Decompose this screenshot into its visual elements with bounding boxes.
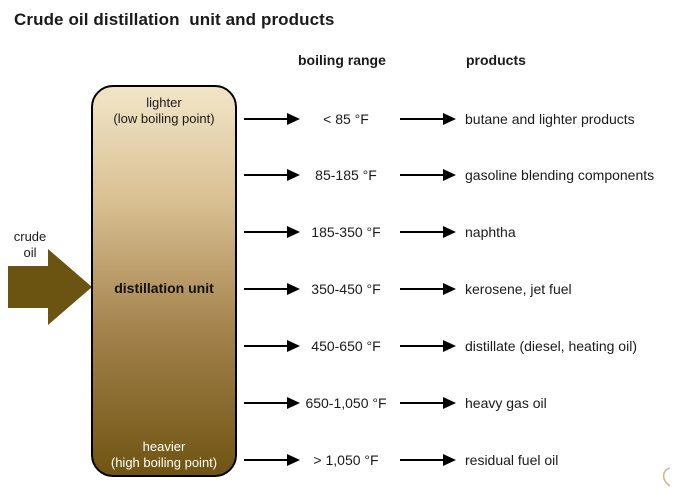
product-arrow-icon [400,340,456,352]
product-name: residual fuel oil [465,452,559,468]
crude-oil-label-line1: crude [13,229,47,244]
product-name: naphtha [465,224,516,240]
boiling-range-value: 185-350 °F [311,224,381,240]
outflow-arrow-icon [244,454,300,466]
crude-oil-label: crude oil [8,229,52,261]
product-arrow-icon [400,454,456,466]
product-name: gasoline blending components [465,167,655,183]
heavier-label-line1: heavier [142,439,186,454]
product-row: 85-185 °F gasoline blending components [0,164,674,186]
outflow-arrow-icon [244,113,300,125]
product-row: 650-1,050 °F heavy gas oil [0,392,674,414]
boiling-range-value: > 1,050 °F [313,452,379,468]
lighter-label-line1: lighter [146,95,182,110]
outflow-arrow-icon [244,226,300,238]
lighter-label: lighter (low boiling point) [93,95,235,127]
boiling-range-value: 650-1,050 °F [305,395,387,411]
products-header: products [466,52,526,68]
product-name: kerosene, jet fuel [465,281,572,297]
boiling-range-value: < 85 °F [323,111,369,127]
product-row: > 1,050 °F residual fuel oil [0,449,674,471]
boiling-range-value: 450-650 °F [311,338,381,354]
outflow-arrow-icon [244,169,300,181]
product-arrow-icon [400,169,456,181]
boiling-range-value: 85-185 °F [315,167,377,183]
product-arrow-icon [400,397,456,409]
crude-feed-arrow-icon [8,249,92,325]
product-name: heavy gas oil [465,395,547,411]
boiling-range-value: 350-450 °F [311,281,381,297]
product-row: 185-350 °F naphtha [0,221,674,243]
outflow-arrow-icon [244,397,300,409]
heavier-label: heavier (high boiling point) [93,439,235,471]
product-row: 350-450 °F kerosene, jet fuel [0,278,674,300]
product-arrow-icon [400,283,456,295]
crude-oil-label-line2: oil [23,245,37,260]
product-row: 450-650 °F distillate (diesel, heating oi… [0,335,674,357]
product-arrow-icon [400,226,456,238]
diagram-title: Crude oil distillation unit and products [14,10,335,29]
distillation-column: lighter (low boiling point) distillation… [91,85,237,477]
outflow-arrow-icon [244,340,300,352]
heavier-label-line2: (high boiling point) [110,455,218,470]
product-name: butane and lighter products [465,111,635,127]
page-curl-icon [662,467,671,487]
product-name: distillate (diesel, heating oil) [465,338,637,354]
distillation-unit-label: distillation unit [114,280,214,296]
lighter-label-line2: (low boiling point) [113,111,215,126]
product-arrow-icon [400,113,456,125]
product-row: < 85 °F butane and lighter products [0,108,674,130]
boiling-range-header: boiling range [298,52,386,68]
outflow-arrow-icon [244,283,300,295]
